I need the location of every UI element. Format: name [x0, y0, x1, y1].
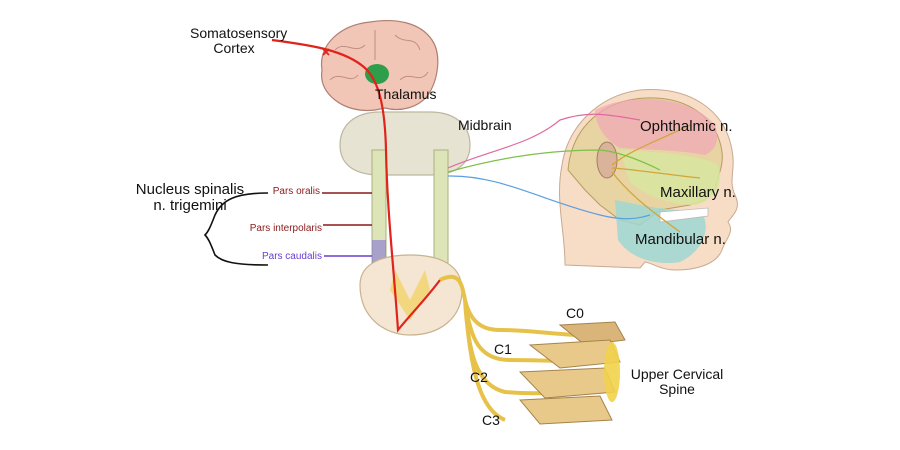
thalamus-label: Thalamus [375, 86, 437, 102]
ophthalmic-region [595, 98, 718, 155]
mandibular-nerve-line [447, 175, 651, 220]
teeth [659, 207, 709, 223]
vertebra-c0 [558, 321, 626, 346]
c2-label: C2 [470, 369, 488, 385]
midbrain-block [339, 111, 471, 176]
pars-caudalis-label: Pars caudalis [261, 251, 322, 262]
midbrain-label: Midbrain [458, 117, 512, 133]
somatosensory-cortex-label: Somatosensory Cortex [190, 25, 288, 56]
maxillary-nerve-line [447, 149, 661, 173]
maxillary-region [620, 150, 721, 205]
vertebra-c3 [518, 395, 613, 425]
cord-grey-matter [390, 270, 430, 320]
ophthalmic-label: Ophthalmic n. [640, 118, 733, 135]
maxillary-label: Maxillary n. [660, 184, 736, 201]
cord-cross-section [359, 254, 463, 336]
cervical-nerves [439, 274, 596, 422]
brain-illustration [320, 19, 439, 112]
upper-cervical-spine-label-line2: Spine [659, 380, 695, 397]
pathway-marker [322, 48, 330, 56]
c1-label: C1 [494, 341, 512, 357]
c3-label: C3 [482, 412, 500, 428]
thalamus-structure [365, 64, 389, 84]
ascending-pathway [271, 38, 441, 333]
head-illustration [559, 89, 738, 271]
brainstem-right-column [433, 149, 449, 271]
nucleus-label-line2: n. trigemini [153, 196, 227, 214]
vertebra-c1 [528, 339, 621, 369]
nucleus-label: Nucleus spinalis n. trigemini [125, 182, 255, 214]
ear [596, 141, 618, 179]
nucleus-label-line1: Nucleus spinalis [135, 181, 245, 198]
ophthalmic-nerve-line [447, 113, 641, 169]
somatosensory-cortex-label-line1: Somatosensory [190, 25, 288, 41]
cervical-spine-illustration [439, 274, 626, 425]
trigeminal-branches [611, 124, 701, 233]
somatosensory-cortex-label-line2: Cortex [213, 39, 255, 56]
c0-label: C0 [566, 305, 584, 321]
upper-cervical-spine-label: Upper Cervical Spine [622, 367, 732, 396]
brain-gyri [329, 30, 429, 81]
pars-interpolaris-label: Pars interpolaris [249, 223, 322, 234]
brainstem-illustration [339, 111, 471, 336]
nucleus-brace [203, 192, 269, 266]
pars-oralis-label: Pars oralis [272, 186, 320, 197]
mandibular-label: Mandibular n. [635, 231, 726, 248]
cervical-ganglia [604, 342, 620, 402]
upper-cervical-spine-label-line1: Upper Cervical [630, 366, 724, 382]
